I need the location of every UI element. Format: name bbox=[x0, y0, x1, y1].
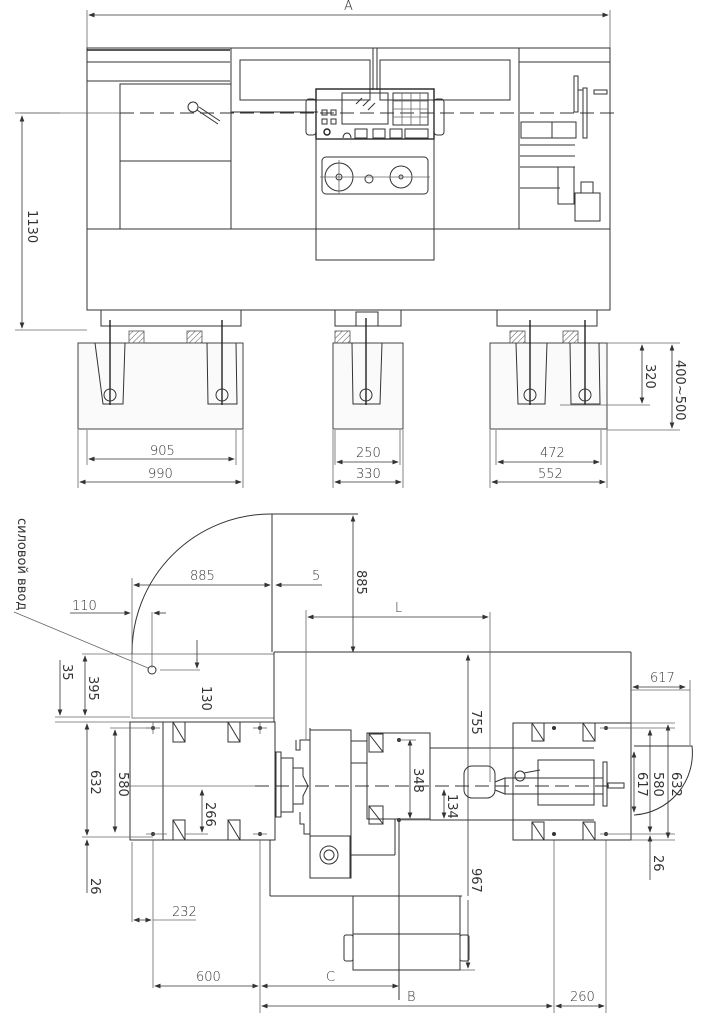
dim-617-right: 617 bbox=[634, 772, 649, 797]
dim-134: 134 bbox=[444, 794, 459, 819]
dim-A: A bbox=[344, 0, 353, 14]
dim-967: 967 bbox=[468, 868, 483, 893]
dim-B: B bbox=[407, 990, 416, 1005]
dim-5: 5 bbox=[312, 569, 320, 584]
dim-580-right: 580 bbox=[650, 772, 665, 797]
dim-755: 755 bbox=[468, 710, 483, 735]
dim-400-500: 400~500 bbox=[672, 360, 687, 421]
dim-26-right: 26 bbox=[650, 855, 665, 872]
dim-885-horizontal: 885 bbox=[190, 569, 215, 584]
keypad-grid-icon bbox=[393, 93, 428, 125]
plan-view: силовой ввод 885 5 885 110 130 35 39 bbox=[13, 513, 693, 1013]
dim-26-left: 26 bbox=[87, 878, 102, 895]
dim-632-right: 632 bbox=[668, 772, 683, 797]
foundation-section-view: 905 990 250 330 472 552 320 400~500 bbox=[77, 311, 687, 488]
front-elevation-view: A bbox=[15, 0, 620, 331]
dim-330: 330 bbox=[356, 467, 381, 482]
power-input-label: силовой ввод bbox=[14, 518, 29, 610]
dim-600: 600 bbox=[196, 970, 221, 985]
cnc-control-panel bbox=[305, 88, 445, 261]
dim-L: L bbox=[395, 601, 402, 616]
dim-260: 260 bbox=[570, 990, 595, 1005]
dim-580-left: 580 bbox=[115, 772, 130, 797]
dim-130: 130 bbox=[198, 686, 213, 711]
dim-266: 266 bbox=[202, 802, 217, 827]
dim-250: 250 bbox=[356, 446, 381, 461]
dim-552: 552 bbox=[538, 467, 563, 482]
dim-885-vertical: 885 bbox=[353, 570, 368, 595]
dim-320: 320 bbox=[642, 364, 657, 389]
dim-1130: 1130 bbox=[24, 210, 39, 243]
dim-617-top: 617 bbox=[650, 671, 675, 686]
dim-348: 348 bbox=[410, 768, 425, 793]
dim-905: 905 bbox=[150, 444, 175, 459]
dim-990: 990 bbox=[148, 467, 173, 482]
dim-472: 472 bbox=[540, 446, 565, 461]
dim-35: 35 bbox=[59, 664, 74, 681]
dim-C: C bbox=[326, 970, 335, 985]
dim-110: 110 bbox=[72, 599, 97, 614]
dim-395: 395 bbox=[85, 676, 100, 701]
dim-232: 232 bbox=[172, 905, 197, 920]
dim-632-left: 632 bbox=[87, 770, 102, 795]
